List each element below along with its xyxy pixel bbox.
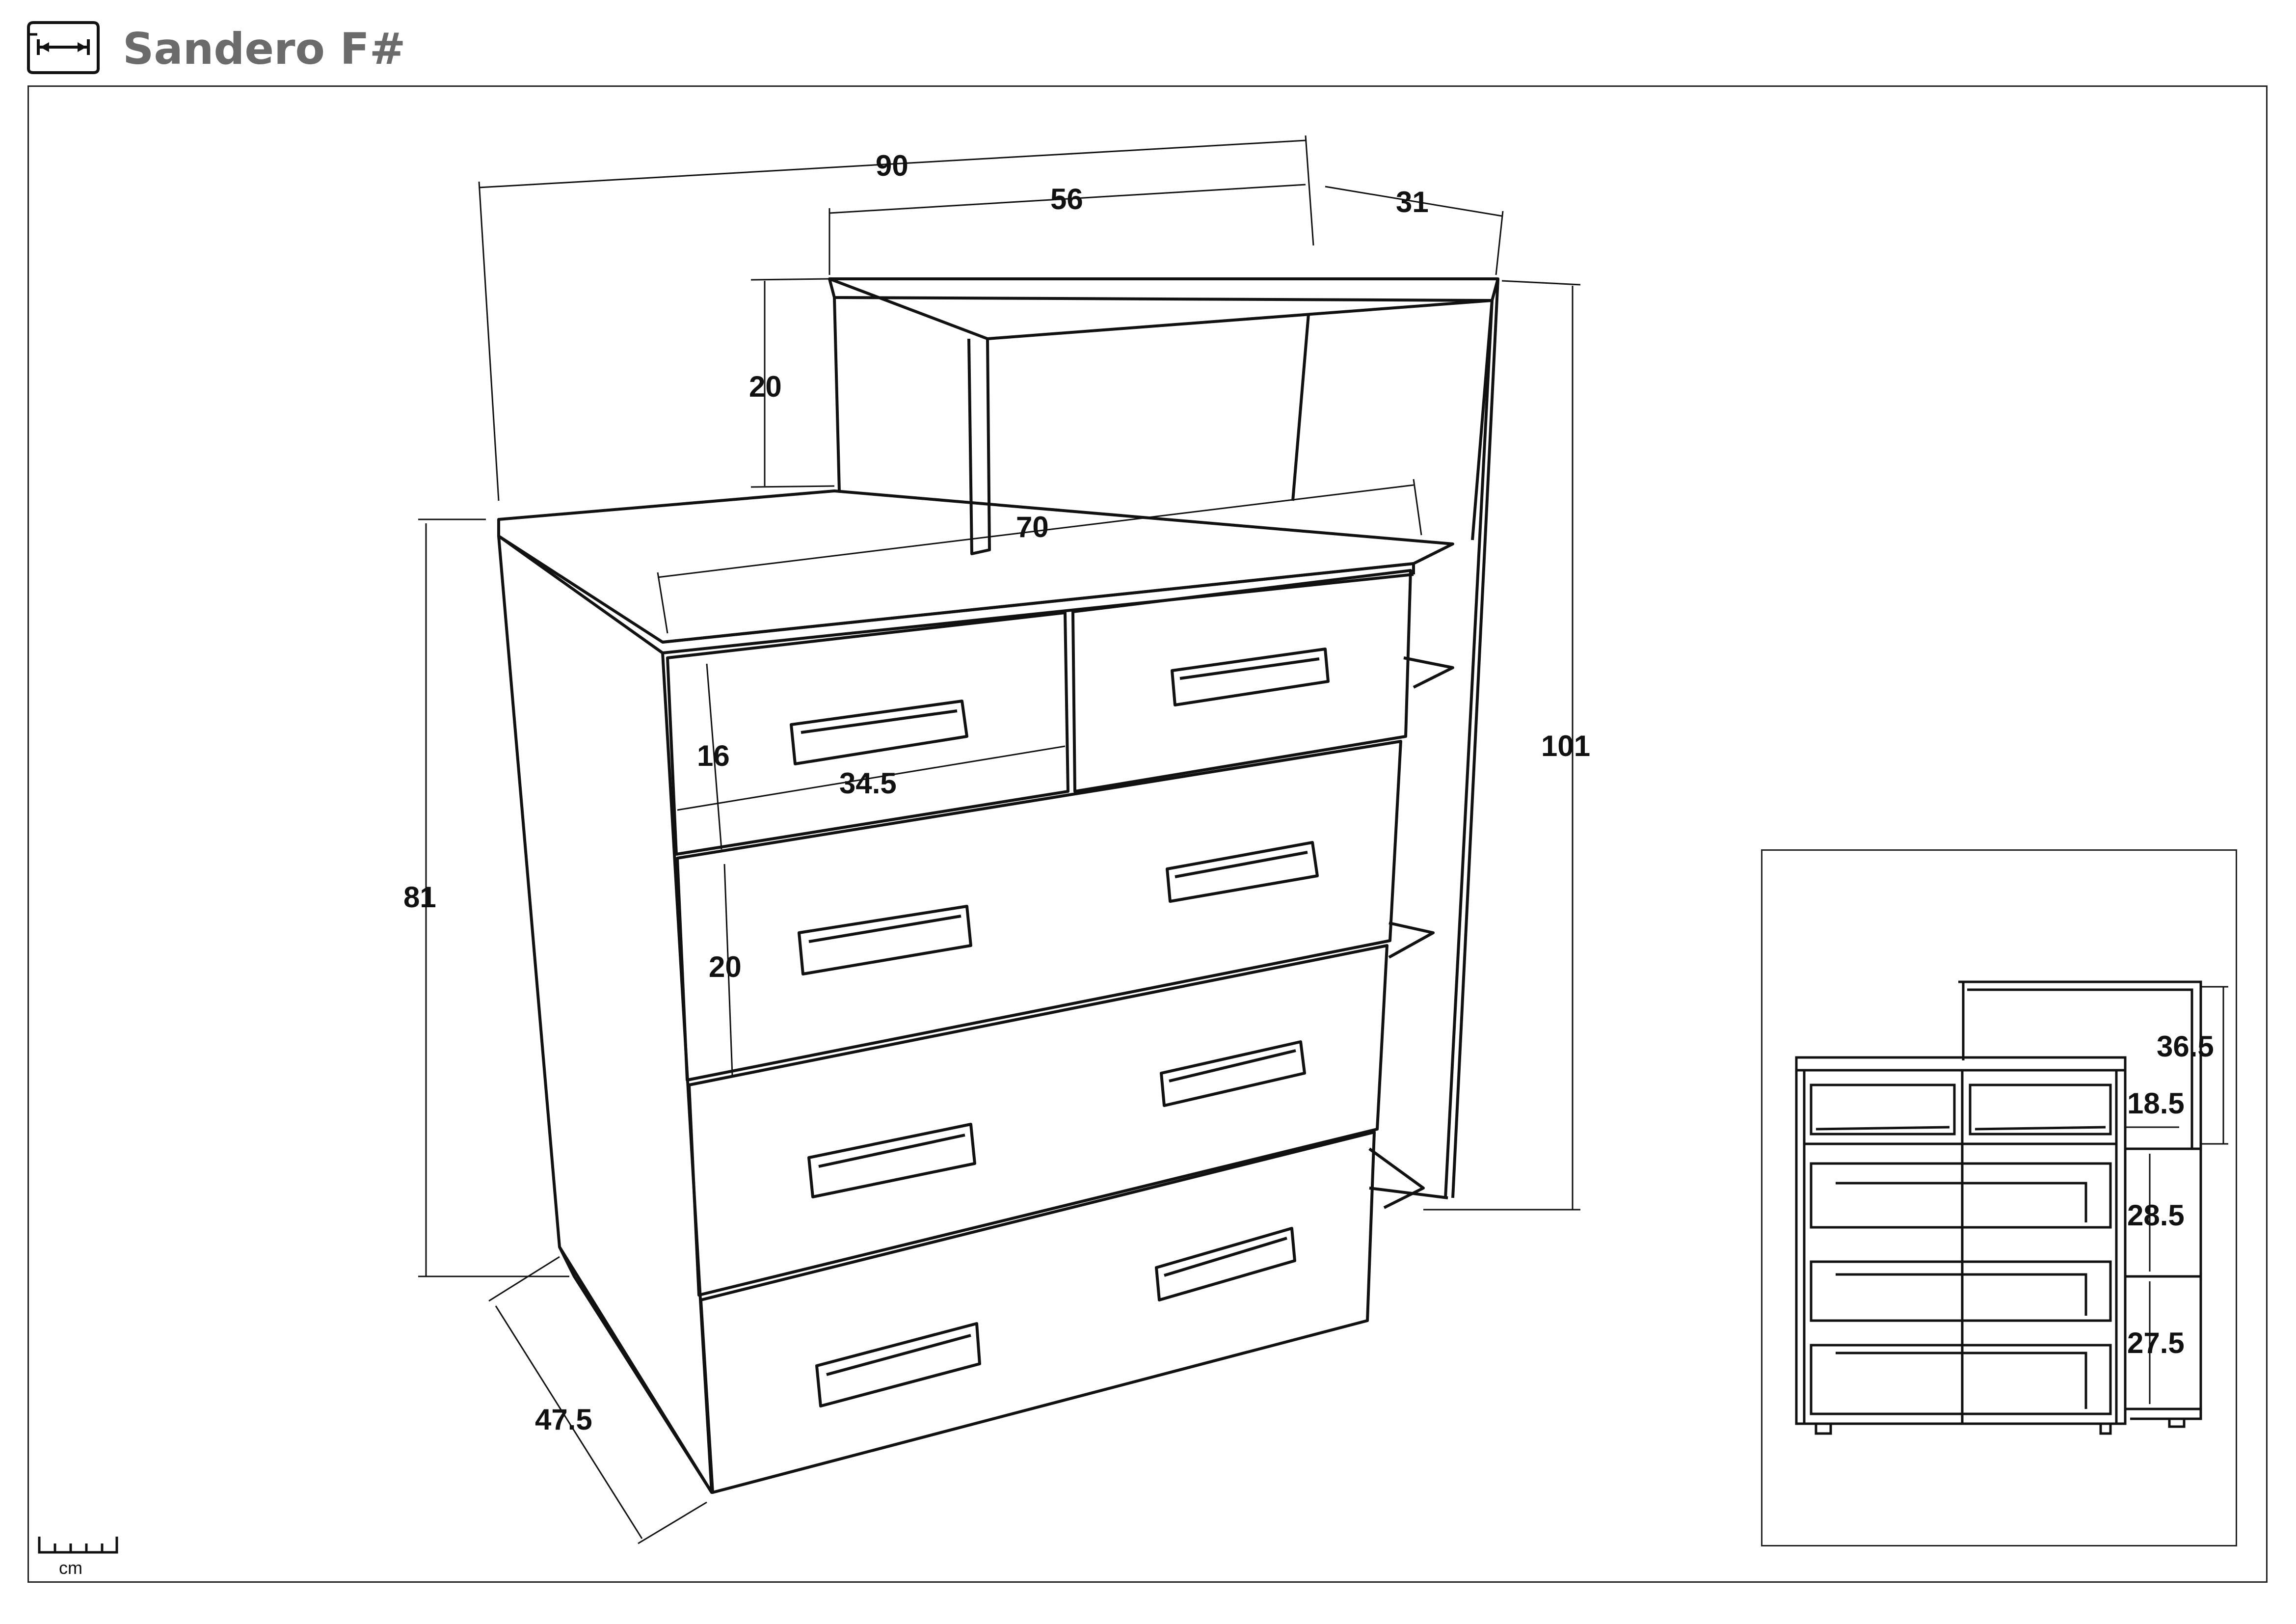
dim-middle-shelf-height: 28.5 (2127, 1199, 2185, 1232)
drawer-front-top-right (1071, 569, 1412, 793)
ruler-icon: cm (38, 1537, 118, 1578)
dim-total-width: 90 (876, 149, 908, 182)
top-shelf-unit (828, 277, 1499, 1198)
dim-small-drawer-height: 16 (697, 739, 730, 772)
drawer-front-2 (676, 740, 1402, 1082)
dim-top-shelf-depth: 31 (1396, 186, 1429, 218)
right-open-shelves (1368, 656, 1454, 1209)
page-title: Sandero F# (123, 24, 406, 74)
width-dimension-icon (27, 21, 100, 74)
drawer-front-top-left (666, 611, 1069, 856)
dim-top-shelf-width: 56 (1050, 183, 1083, 216)
dim-body-height: 81 (403, 881, 436, 914)
dim-total-height: 101 (1541, 730, 1590, 762)
drawer-front-4 (699, 1131, 1376, 1494)
dim-small-drawer-width: 34.5 (839, 767, 897, 800)
dim-large-drawer-height: 20 (709, 950, 742, 983)
dim-depth: 47.5 (535, 1403, 592, 1436)
drawer-front-3 (688, 944, 1388, 1297)
dim-bottom-shelf-height: 27.5 (2127, 1326, 2185, 1359)
handles (790, 648, 1330, 1407)
dim-top-compartment-height: 36.5 (2157, 1030, 2214, 1063)
scale-unit: cm (59, 1558, 82, 1578)
dim-small-shelf-height: 18.5 (2127, 1087, 2185, 1120)
dim-top-surface-width: 70 (1016, 511, 1049, 543)
inset-frame (1761, 849, 2237, 1546)
dim-top-shelf-height: 20 (749, 370, 782, 403)
drawing-frame (27, 85, 2268, 1583)
